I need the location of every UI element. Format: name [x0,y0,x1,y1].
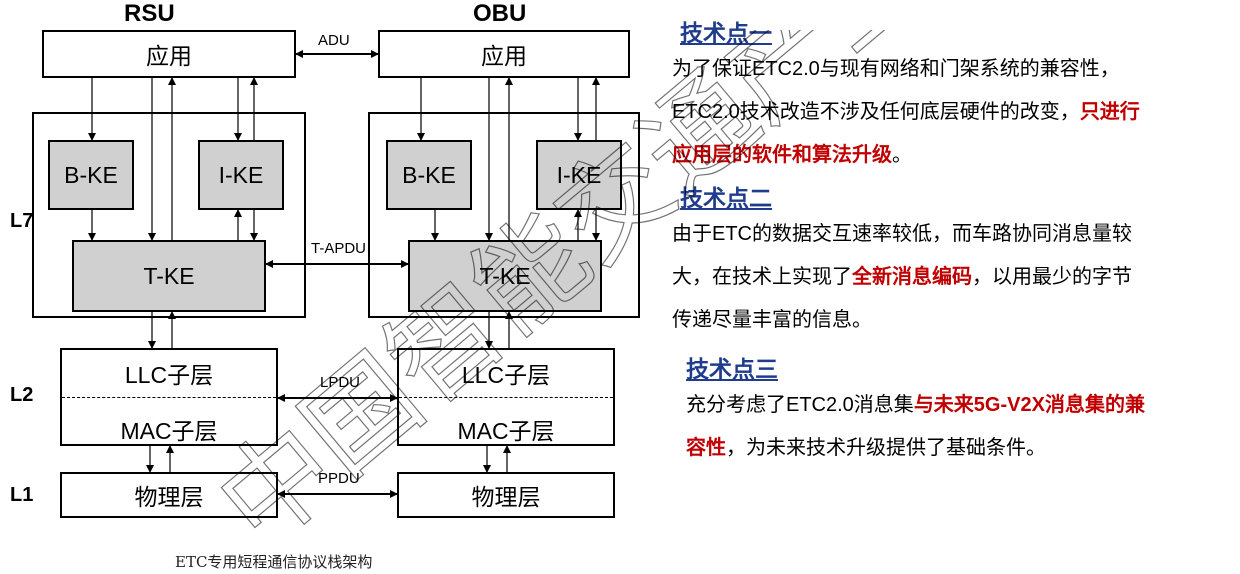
obu-llc-mac-box: LLC子层 MAC子层 [397,348,615,446]
rsu-mac-label: MAC子层 [120,418,218,444]
lpdu-label: LPDU [318,374,363,391]
body-text: ，为未来技术升级提供了基础条件。 [726,437,1046,459]
point-line: ETC2.0技术改造不涉及任何底层硬件的改变，只进行 [672,91,1237,134]
layer-label-l1: L1 [10,484,34,506]
obu-bke-box: B-KE [386,140,472,210]
obu-sublayer-divider [399,397,613,398]
body-text: 充分考虑了ETC2.0消息集 [686,394,914,416]
highlight-text: 与未来5G-V2X消息集的兼 [913,394,1145,416]
diagram-caption: ETC专用短程通信协议栈架构 [175,553,373,571]
rsu-ike-box: I-KE [198,140,284,210]
rsu-tke-box: T-KE [72,240,266,312]
layer-label-l2: L2 [10,384,34,406]
point-1-body: 为了保证ETC2.0与现有网络和门架系统的兼容性， ETC2.0技术改造不涉及任何… [672,48,1237,177]
technical-points: 技术点一 为了保证ETC2.0与现有网络和门架系统的兼容性， ETC2.0技术改造… [672,14,1237,470]
rsu-phy-box: 物理层 [60,472,278,518]
point-2-body: 由于ETC的数据交互速率较低，而车路协同消息量较大，在技术上实现了全新消息编码，… [672,213,1237,342]
point-line: 传递尽量丰富的信息。 [672,299,1237,342]
point-3: 技术点三 充分考虑了ETC2.0消息集与未来5G-V2X消息集的兼容性，为未来技… [672,350,1237,470]
diagram-connectors [88,50,600,498]
highlight-text: 全新消息编码 [852,266,972,288]
highlight-text: 应用层的软件和算法升级 [672,144,892,166]
point-line: 充分考虑了ETC2.0消息集与未来5G-V2X消息集的兼 [686,384,1237,427]
point-1: 技术点一 为了保证ETC2.0与现有网络和门架系统的兼容性， ETC2.0技术改造… [672,14,1237,177]
point-1-title: 技术点一 [680,20,772,46]
point-2: 技术点二 由于ETC的数据交互速率较低，而车路协同消息量较大，在技术上实现了全新… [672,179,1237,342]
layer-label-l7: L7 [10,210,34,232]
point-line: 由于ETC的数据交互速率较低，而车路协同消息量较 [672,213,1237,256]
body-text: ETC2.0技术改造不涉及任何底层硬件的改变， [672,101,1080,123]
body-text: 为了保证ETC2.0与现有网络和门架系统的兼容性， [672,58,1120,80]
highlight-text: 只进行 [1079,101,1140,123]
rsu-sublayer-divider [62,397,276,398]
highlight-text: 容性 [686,437,726,459]
ppdu-label: PPDU [316,470,362,487]
body-text: ，以用最少的字节 [972,266,1132,288]
point-line: 大，在技术上实现了全新消息编码，以用最少的字节 [672,256,1237,299]
rsu-l7-container [32,112,306,318]
point-3-body: 充分考虑了ETC2.0消息集与未来5G-V2X消息集的兼容性，为未来技术升级提供… [686,384,1237,470]
point-3-title: 技术点三 [686,356,778,382]
body-text: 由于ETC的数据交互速率较低，而车路协同消息量较 [672,223,1132,245]
tapdu-label: T-APDU [309,240,369,257]
adu-label: ADU [316,32,352,49]
point-line: 容性，为未来技术升级提供了基础条件。 [686,427,1237,470]
obu-title: OBU [473,0,527,27]
body-text: 大，在技术上实现了 [672,266,852,288]
obu-phy-box: 物理层 [397,472,615,518]
rsu-app-box: 应用 [42,30,296,78]
point-line: 为了保证ETC2.0与现有网络和门架系统的兼容性， [672,48,1237,91]
rsu-bke-box: B-KE [48,140,134,210]
obu-tke-box: T-KE [408,240,602,312]
rsu-llc-label: LLC子层 [124,362,214,388]
rsu-llc-mac-box: LLC子层 MAC子层 [60,348,278,446]
body-text: 传递尽量丰富的信息。 [672,309,872,331]
obu-mac-label: MAC子层 [457,418,555,444]
obu-llc-label: LLC子层 [461,362,551,388]
obu-l7-container [368,112,640,318]
protocol-stack-diagram: RSU OBU 应用 B-KE I-KE T-KE LLC子层 MAC子层 物理… [10,0,640,571]
point-2-title: 技术点二 [680,185,772,211]
body-text: 。 [892,144,912,166]
point-line: 应用层的软件和算法升级。 [672,134,1237,177]
obu-ike-box: I-KE [536,140,622,210]
obu-app-box: 应用 [378,30,630,78]
rsu-title: RSU [124,0,175,27]
